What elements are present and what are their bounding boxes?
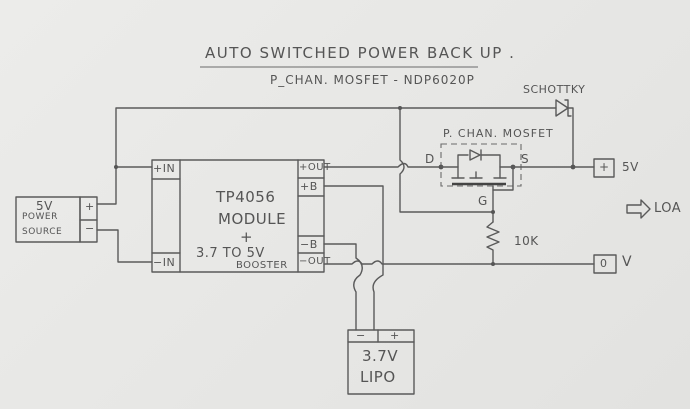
module-title-booster: BOOSTER <box>236 260 288 271</box>
module-box <box>151 159 325 273</box>
schottky-label: SCHOTTKY <box>523 83 586 96</box>
module-title-booster-range: 3.7 TO 5V <box>196 246 265 261</box>
wire-gate-return <box>399 107 494 213</box>
battery-type: LIPO <box>360 368 396 386</box>
pin-minus-in: −IN <box>153 256 176 269</box>
module-title-plus: + <box>240 228 254 246</box>
wire-minus-b <box>323 243 363 331</box>
mosfet-source-label: S <box>521 152 530 166</box>
terminal-plus-box <box>593 158 615 178</box>
module-title-tp4056: TP4056 <box>216 188 276 206</box>
wire-top-rail <box>96 107 401 205</box>
battery-voltage: 3.7V <box>362 347 399 365</box>
output-zero-symbol: 0 <box>600 257 608 270</box>
load-arrow-icon <box>626 199 651 219</box>
output-v-label: V <box>622 254 633 270</box>
schottky-diode-icon <box>555 99 569 117</box>
battery-minus: − <box>356 329 366 342</box>
mosfet-drain-label: D <box>425 152 435 166</box>
diagram-title: AUTO SWITCHED POWER BACK UP . <box>205 44 516 62</box>
power-source-label-source: SOURCE <box>22 227 63 237</box>
pin-minus-out: −OUT <box>299 256 331 267</box>
power-source-label-power: POWER <box>22 212 58 222</box>
battery-plus: + <box>390 329 400 342</box>
pin-minus-b: −B <box>300 238 318 251</box>
wire-minus-in <box>96 229 153 263</box>
wire-plus-b <box>323 185 384 331</box>
resistor-label: 10K <box>514 234 539 248</box>
load-label: LOA <box>654 201 682 216</box>
diagram-subtitle: P_CHAN. MOSFET - NDP6020P <box>270 73 475 87</box>
pin-plus-out: +OUT <box>299 162 331 173</box>
wire-plus-out <box>323 162 441 168</box>
battery-box <box>347 329 415 395</box>
pin-plus-b: +B <box>300 180 318 193</box>
output-5v-label: 5V <box>622 160 639 174</box>
output-plus-symbol: + <box>599 160 610 174</box>
mosfet-label: P. CHAN. MOSFET <box>443 127 554 140</box>
resistor-icon <box>486 221 500 265</box>
power-source-plus: + <box>85 200 95 213</box>
body-diode-icon <box>469 149 481 161</box>
pin-plus-in: +IN <box>153 162 176 175</box>
wire-minus-out <box>323 260 595 265</box>
power-source-minus: − <box>85 222 95 235</box>
power-source-voltage: 5V <box>36 199 53 213</box>
terminal-zero-box <box>593 254 617 274</box>
mosfet-gate-label: G <box>478 194 488 208</box>
module-title-module: MODULE <box>218 210 287 228</box>
